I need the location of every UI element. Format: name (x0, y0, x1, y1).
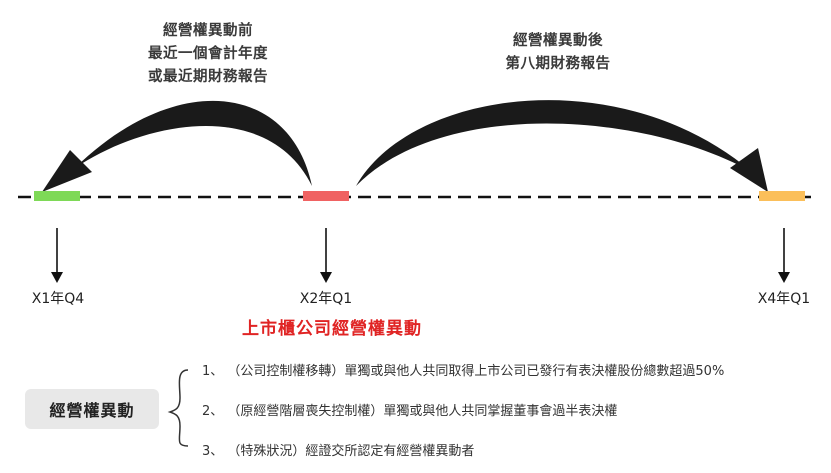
note-left-line: 或最近期財務報告 (148, 69, 268, 85)
down-arrow-x2 (320, 228, 332, 283)
right-arrowhead (730, 148, 768, 192)
brace (167, 369, 189, 447)
left-arrowhead (42, 150, 92, 192)
definition-item: 1、 （公司控制權移轉）單獨或與他人共同取得上市公司已發行有表決權股份總數超過5… (202, 364, 725, 379)
note-left-line: 最近一個會計年度 (148, 46, 268, 62)
note-left: 經營權異動前 最近一個會計年度 或最近期財務報告 (118, 20, 298, 89)
left-curve-arrow-body (75, 100, 312, 186)
down-arrow-x4 (778, 228, 790, 283)
label-x1: X1年Q4 (31, 291, 85, 307)
marker-x1 (34, 191, 80, 201)
event-label: 上市櫃公司經營權異動 (242, 319, 422, 339)
label-x4: X4年Q1 (757, 291, 811, 307)
marker-x4 (759, 191, 805, 201)
note-right-line: 經營權異動後 (513, 33, 603, 49)
note-left-line: 經營權異動前 (163, 23, 253, 39)
right-curve-arrow-body (356, 100, 752, 186)
definition-item: 2、 （原經營階層喪失控制權）單獨或與他人共同掌握董事會過半表決權 (202, 404, 618, 419)
note-right: 經營權異動後 第八期財務報告 (468, 30, 648, 76)
label-x2: X2年Q1 (299, 291, 353, 307)
marker-x2 (303, 191, 349, 201)
note-right-line: 第八期財務報告 (505, 56, 611, 72)
down-arrow-x1 (51, 228, 63, 283)
definition-item: 3、 （特殊狀況）經證交所認定有經營權異動者 (202, 444, 475, 459)
definition-tag: 經營權異動 (25, 389, 159, 429)
